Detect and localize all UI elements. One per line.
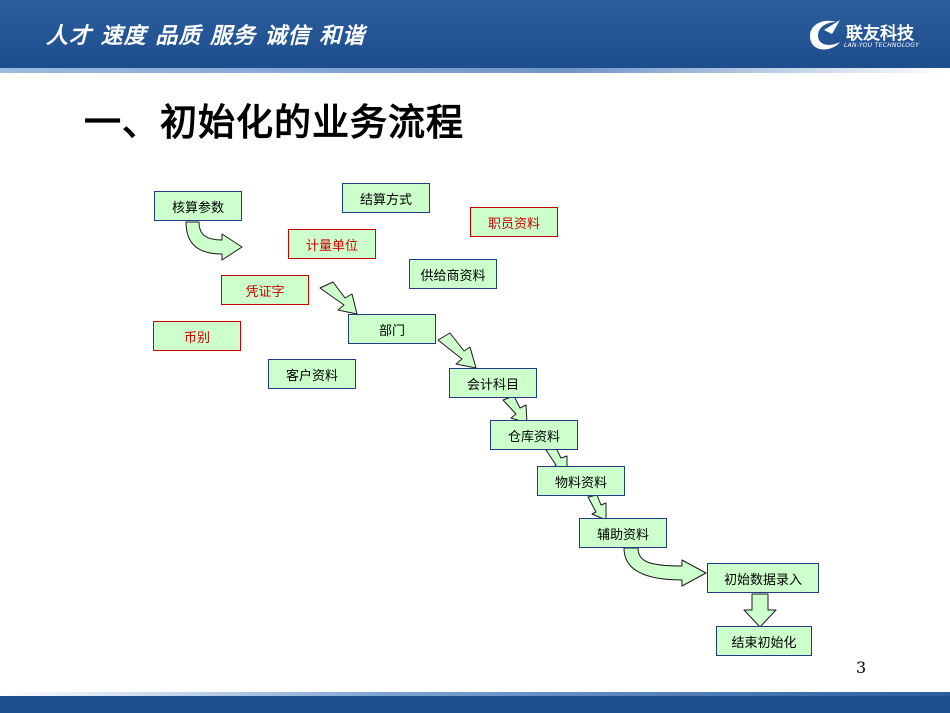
node-hesuan-canshu: 核算参数 [154,191,242,221]
flow-arrow [623,547,707,587]
flow-arrow [743,593,777,628]
node-bumen: 部门 [348,314,436,344]
page-title: 一、初始化的业务流程 [84,101,464,144]
node-jieshu-chushihua: 结束初始化 [716,626,812,656]
node-jiesuan-fangshi: 结算方式 [342,183,430,213]
company-logo: 联友科技 LAN-YOU TECHNOLOGY [806,12,946,58]
node-kehu-ziliao: 客户资料 [268,359,356,389]
node-cangku-ziliao: 仓库资料 [490,420,578,450]
header-stripe [0,68,950,73]
node-fuzhu-ziliao: 辅助资料 [579,518,667,548]
page-number: 3 [856,658,867,677]
flow-arrow [502,395,528,424]
company-name-cn: 联友科技 [846,24,914,44]
footer-stripe [0,692,950,696]
flow-arrow [587,494,607,521]
node-gongyingshang-ziliao: 供给商资料 [409,259,497,289]
flow-arrow [319,281,358,315]
node-chushi-shuju-luru: 初始数据录入 [707,563,819,593]
node-kuaiji-kemu: 会计科目 [449,368,537,398]
header-bar: 人才 速度 品质 服务 诚信 和谐 联友科技 LAN-YOU TECHNOLOG… [0,0,950,70]
footer-bar [0,692,950,713]
node-wuliao-ziliao: 物料资料 [537,466,625,496]
node-zhiyuan-ziliao: 职员资料 [470,207,558,237]
node-biebie: 币别 [153,321,241,351]
logo-swoosh-icon [810,20,840,50]
flow-arrow [437,332,477,369]
slogan: 人才 速度 品质 服务 诚信 和谐 [46,24,366,49]
company-name-en: LAN-YOU TECHNOLOGY [844,42,920,49]
node-jiliang-danwei: 计量单位 [288,229,376,259]
node-pingzhengzi: 凭证字 [221,275,309,305]
flow-arrow [185,221,243,261]
